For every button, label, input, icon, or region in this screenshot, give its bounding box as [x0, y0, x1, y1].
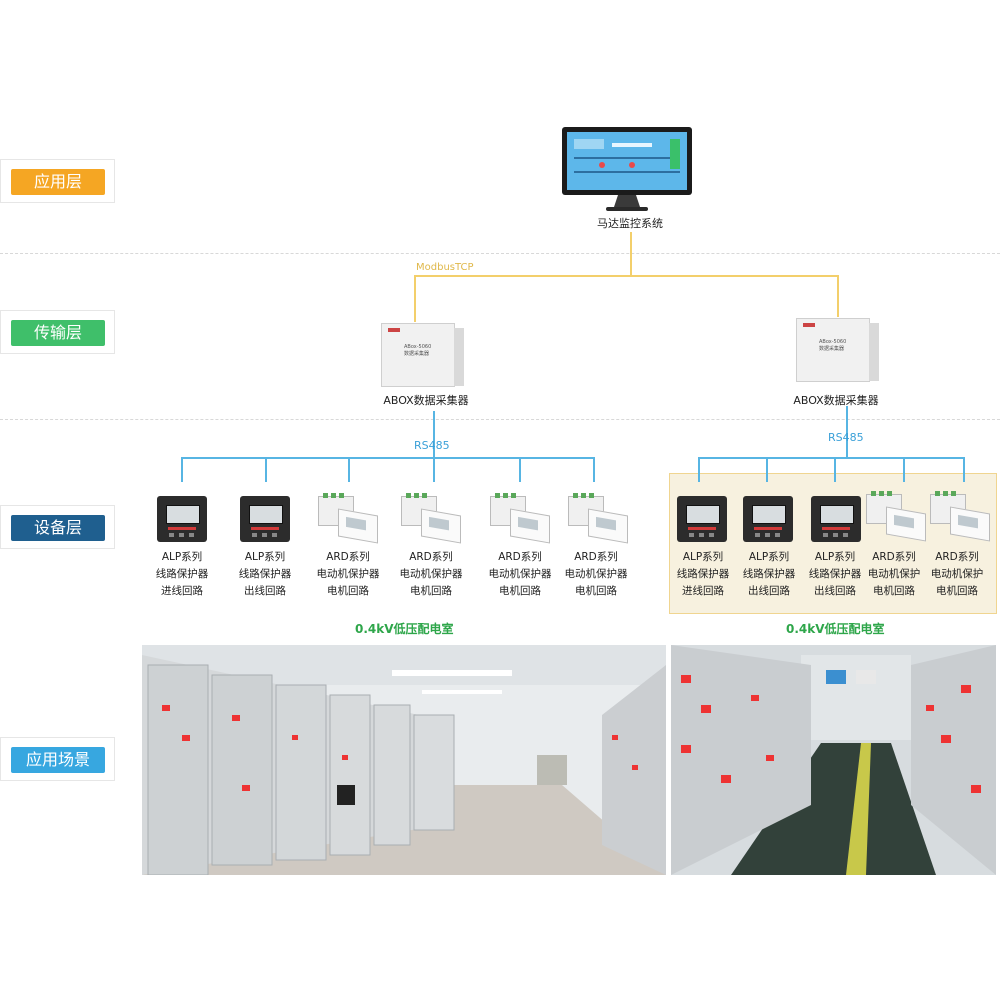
layer-pill: 应用场景: [11, 747, 105, 773]
layer-label-application: 应用层: [0, 159, 115, 203]
device-caption: ALP系列线路保护器出线回路: [238, 551, 292, 597]
monitor-icon: [562, 127, 692, 212]
rs485-drop: [519, 457, 521, 482]
rs485-line: [846, 406, 848, 458]
layer-pill: 应用层: [11, 169, 105, 195]
rs485-drop: [903, 457, 905, 482]
layer-label-scenario: 应用场景: [0, 737, 115, 781]
alp-device-icon: [157, 496, 207, 542]
ard-device-icon: [401, 493, 461, 544]
device-caption: ARD系列电动机保护器电机回路: [488, 551, 552, 597]
device-caption: ARD系列电动机保护器电机回路: [564, 551, 628, 597]
tcp-line: [414, 275, 416, 322]
rs485-bus: [698, 457, 964, 459]
rs485-drop: [698, 457, 700, 482]
rs485-drop: [593, 457, 595, 482]
ard-device-icon: [490, 493, 550, 544]
rs485-drop: [265, 457, 267, 482]
switchgear-room-photo: [142, 645, 666, 876]
device-caption: ALP系列线路保护器进线回路: [155, 551, 209, 597]
device-caption: ARD系列电动机保护电机回路: [930, 551, 984, 597]
rs485-drop: [963, 457, 965, 482]
tcp-line: [414, 275, 838, 277]
gateway-caption: ABOX数据采集器: [793, 394, 879, 407]
ard-device-icon: [930, 491, 990, 542]
rs485-drop: [834, 457, 836, 482]
ard-device-icon: [568, 493, 628, 544]
rs485-drop: [766, 457, 768, 482]
layer-divider: [0, 253, 1000, 254]
device-caption: ALP系列线路保护器进线回路: [676, 551, 730, 597]
layer-label-device: 设备层: [0, 505, 115, 549]
alp-device-icon: [240, 496, 290, 542]
device-caption: ARD系列电动机保护器电机回路: [399, 551, 463, 597]
rs485-bus: [181, 457, 594, 459]
alp-device-icon: [743, 496, 793, 542]
device-caption: ALP系列线路保护器出线回路: [742, 551, 796, 597]
device-caption: ARD系列电动机保护器电机回路: [316, 551, 380, 597]
layer-divider: [0, 419, 1000, 420]
room-title: 0.4kV低压配电室: [786, 622, 885, 636]
ard-device-icon: [318, 493, 378, 544]
rs485-drop: [433, 457, 435, 482]
rs485-drop: [348, 457, 350, 482]
layer-pill: 传输层: [11, 320, 105, 346]
layer-pill: 设备层: [11, 515, 105, 541]
protocol-label-rs485: RS485: [828, 431, 864, 444]
tcp-line: [837, 275, 839, 317]
ard-device-icon: [866, 491, 926, 542]
rs485-line: [433, 411, 435, 458]
gateway-caption: ABOX数据采集器: [383, 394, 469, 407]
alp-device-icon: [811, 496, 861, 542]
protocol-label-tcp: ModbusTCP: [416, 262, 474, 273]
switchgear-corridor-photo: [671, 645, 996, 875]
protocol-label-rs485: RS485: [414, 439, 450, 452]
layer-label-transport: 传输层: [0, 310, 115, 354]
room-title: 0.4kV低压配电室: [355, 622, 454, 636]
tcp-line: [630, 232, 632, 276]
rs485-drop: [181, 457, 183, 482]
device-caption: ARD系列电动机保护电机回路: [867, 551, 921, 597]
alp-device-icon: [677, 496, 727, 542]
monitor-caption: 马达监控系统: [597, 217, 663, 230]
device-caption: ALP系列线路保护器出线回路: [808, 551, 862, 597]
